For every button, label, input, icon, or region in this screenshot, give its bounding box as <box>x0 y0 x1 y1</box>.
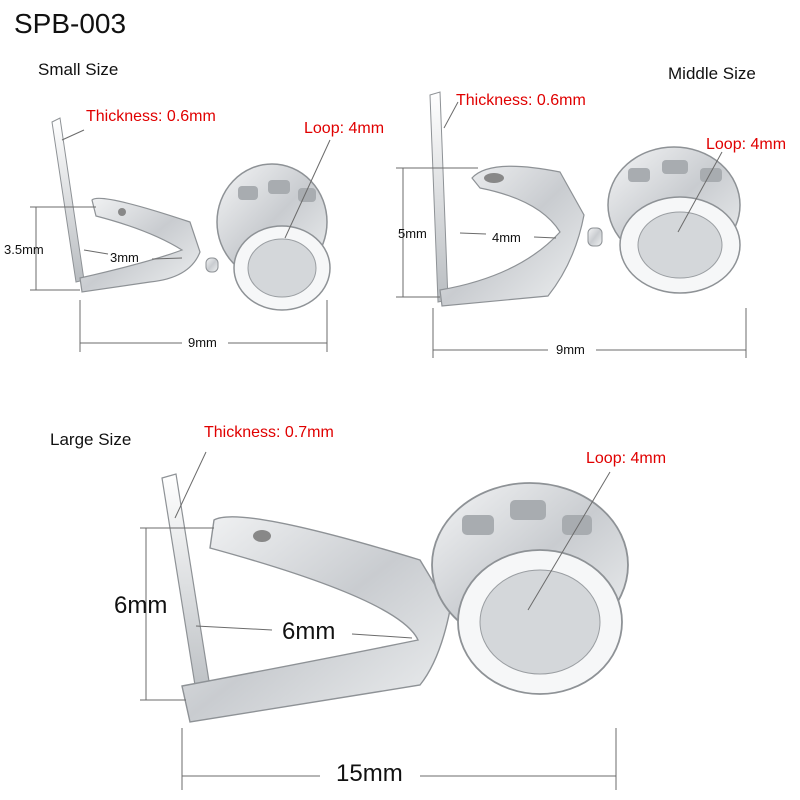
middle-length-dimension: 9mm <box>556 342 585 357</box>
middle-height-dimension: 5mm <box>398 226 427 241</box>
small-thickness-label: Thickness: 0.6mm <box>86 108 216 125</box>
small-height-dimension: 3.5mm <box>4 242 44 257</box>
large-length-dimension: 15mm <box>336 760 403 787</box>
small-inner-dimension: 3mm <box>110 250 139 265</box>
middle-inner-dimension: 4mm <box>492 230 521 245</box>
large-bail-image <box>140 451 629 790</box>
product-code-title: SPB-003 <box>14 8 127 39</box>
middle-thickness-label: Thickness: 0.6mm <box>456 92 586 109</box>
small-size-label: Small Size <box>38 60 119 79</box>
small-length-dimension: 9mm <box>188 335 217 350</box>
small-loop-label: Loop: 4mm <box>304 120 385 137</box>
middle-loop-label: Loop: 4mm <box>706 136 787 153</box>
large-size-label: Large Size <box>50 430 132 449</box>
small-bail-image <box>30 117 331 352</box>
large-inner-dimension: 6mm <box>282 618 336 645</box>
large-loop-label: Loop: 4mm <box>586 450 667 467</box>
large-thickness-label: Thickness: 0.7mm <box>204 424 334 441</box>
middle-size-label: Middle Size <box>668 64 756 83</box>
large-height-dimension: 6mm <box>114 592 168 619</box>
middle-bail-image <box>396 91 747 358</box>
